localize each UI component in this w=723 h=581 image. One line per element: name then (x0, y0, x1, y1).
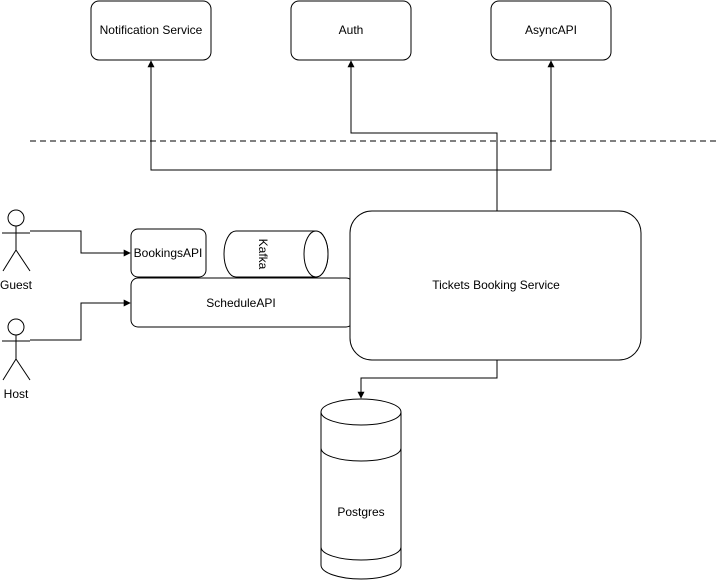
guest-actor: Guest (0, 209, 33, 292)
notification-service-label: Notification Service (100, 23, 203, 37)
tickets-booking-service-label: Tickets Booking Service (432, 278, 560, 292)
kafka-label: Kafka (256, 239, 270, 270)
guest-actor-icon (7, 209, 25, 227)
bookings-api-label: BookingsAPI (134, 246, 203, 260)
schedule-api-label: ScheduleAPI (206, 296, 275, 310)
postgres-node: Postgres (320, 398, 402, 580)
asyncapi-node: AsyncAPI (490, 0, 612, 61)
kafka-node: Kafka (223, 230, 329, 278)
notification-service-node: Notification Service (90, 0, 212, 61)
asyncapi-label: AsyncAPI (525, 23, 577, 37)
edge-tickets-to-asyncapi (497, 60, 555, 171)
edge-tickets-to-auth (347, 60, 498, 170)
guest-label: Guest (0, 278, 33, 292)
host-actor: Host (2, 318, 31, 401)
postgres-label: Postgres (337, 505, 384, 519)
edge-host-to-scheduleapi (30, 299, 131, 341)
host-actor-icon (7, 318, 25, 336)
edge-guest-to-bookingsapi (30, 230, 131, 257)
auth-label: Auth (339, 23, 364, 37)
schedule-api-node: ScheduleAPI (130, 277, 354, 328)
tickets-booking-service-node: Tickets Booking Service (349, 210, 642, 361)
auth-node: Auth (290, 0, 412, 61)
edge-tickets-to-notification (147, 60, 498, 211)
edge-tickets-to-postgres (357, 360, 498, 399)
bookings-api-node: BookingsAPI (130, 228, 207, 278)
host-label: Host (4, 387, 29, 401)
